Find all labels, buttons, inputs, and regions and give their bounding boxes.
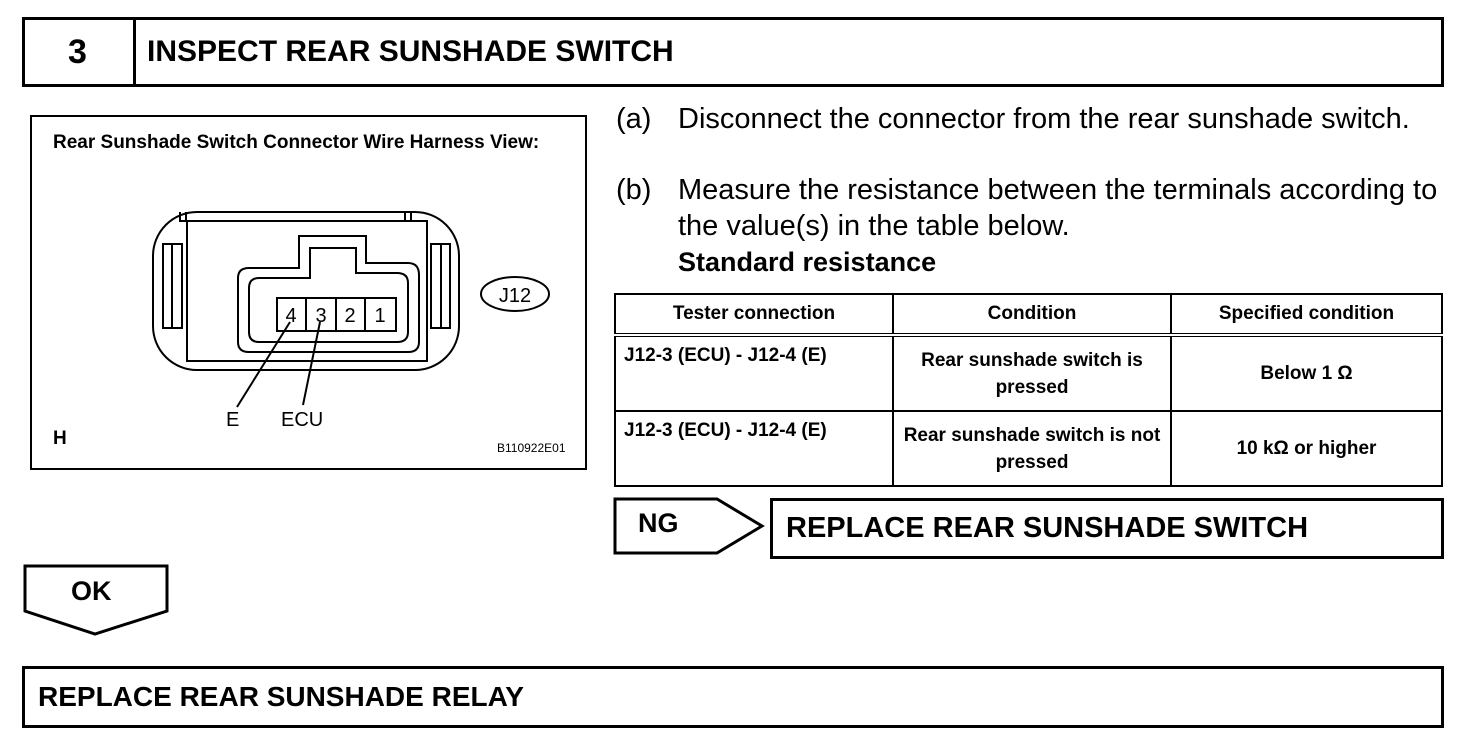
connector-drawing: 4 3 2 1 J12 — [152, 211, 550, 408]
wire-label-ecu: ECU — [281, 409, 324, 431]
terminal-3-label: 3 — [315, 305, 326, 327]
row-condition: Rear sunshade switch is pressed — [892, 334, 1172, 412]
terminal-4-label: 4 — [285, 305, 296, 327]
step-a-marker: (a) — [616, 103, 652, 135]
diagram-title: Rear Sunshade Switch Connector Wire Harn… — [53, 132, 540, 153]
connector-diagram-frame — [30, 115, 587, 470]
row-specified: Below 1 Ω — [1170, 334, 1443, 412]
terminal-2-label: 2 — [344, 305, 355, 327]
wire-label-e: E — [226, 409, 240, 431]
header-specified-condition: Specified condition — [1170, 293, 1443, 336]
ok-action-box: REPLACE REAR SUNSHADE RELAY — [22, 666, 1444, 728]
table-row: J12-3 (ECU) - J12-4 (E) Rear sunshade sw… — [614, 410, 1443, 487]
terminal-1-label: 1 — [374, 305, 385, 327]
header-tester-connection: Tester connection — [614, 293, 894, 336]
table-header-row: Tester connection Condition Specified co… — [614, 293, 1443, 336]
step-b-text: Measure the resistance between the termi… — [678, 174, 1438, 242]
ng-label: NG — [638, 508, 679, 538]
row-connection: J12-3 (ECU) - J12-4 (E) — [614, 410, 894, 487]
terminal-housing-outer — [237, 235, 420, 353]
ng-action-box: REPLACE REAR SUNSHADE SWITCH — [770, 498, 1444, 559]
connector-outer-shell — [152, 211, 460, 371]
ok-arrow-shape — [23, 564, 169, 636]
standard-resistance-title: Standard resistance — [678, 247, 937, 277]
header-condition: Condition — [892, 293, 1172, 336]
leader-line-ecu — [302, 321, 321, 406]
connector-inner-body — [186, 220, 428, 362]
step-number: 3 — [22, 17, 136, 87]
leader-line-e — [236, 321, 291, 408]
connector-id-label: J12 — [499, 285, 531, 307]
step-title: INSPECT REAR SUNSHADE SWITCH — [147, 35, 674, 68]
terminal-housing-inner — [248, 247, 409, 343]
row-specified: 10 kΩ or higher — [1170, 410, 1443, 487]
step-a-text: Disconnect the connector from the rear s… — [678, 103, 1410, 135]
ng-arrow-shape — [613, 497, 765, 555]
step-header — [22, 17, 1444, 87]
step-b-marker: (b) — [616, 174, 652, 206]
row-connection: J12-3 (ECU) - J12-4 (E) — [614, 334, 894, 412]
resistance-table: Tester connection Condition Specified co… — [614, 293, 1443, 487]
table-row: J12-3 (ECU) - J12-4 (E) Rear sunshade sw… — [614, 334, 1443, 412]
connector-id-callout — [480, 276, 550, 312]
ok-label: OK — [71, 576, 112, 606]
diagram-corner-letter: H — [53, 428, 67, 449]
row-condition: Rear sunshade switch is not pressed — [892, 410, 1172, 487]
connector-top-tabs — [179, 212, 412, 222]
figure-code: B110922E01 — [497, 441, 566, 455]
